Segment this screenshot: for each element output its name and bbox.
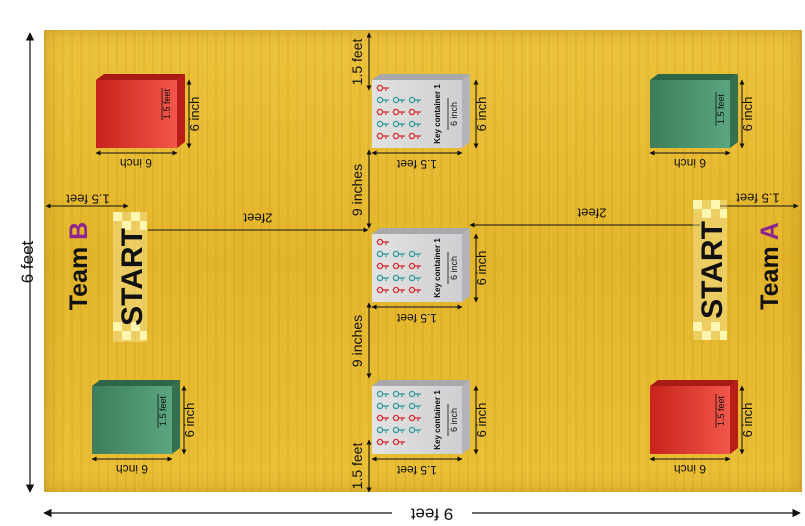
svg-text:1.5 feet: 1.5 feet bbox=[716, 395, 726, 426]
key-container-middle: Key container 1 6 inch bbox=[372, 228, 470, 302]
key-container-bottom: Key container 1 6 inch bbox=[372, 380, 470, 454]
team-a-letter: A bbox=[756, 222, 784, 240]
team-a-start-offset-label: 1.5 feet bbox=[736, 191, 780, 206]
svg-text:6 inch: 6 inch bbox=[674, 462, 706, 476]
svg-text:6 inch: 6 inch bbox=[116, 462, 148, 476]
svg-text:6 inch: 6 inch bbox=[187, 97, 202, 132]
team-b-start-zone: START bbox=[113, 212, 149, 342]
svg-text:1.5 feet: 1.5 feet bbox=[396, 157, 437, 171]
svg-text:6 inch: 6 inch bbox=[120, 156, 152, 170]
key-container-top-dims: 1.5 feet 6 inch bbox=[371, 79, 489, 171]
upper-box-gap-label: 9 inches bbox=[349, 164, 365, 216]
team-a-start-label: START bbox=[696, 221, 729, 319]
team-b-start-offset-label: 1.5 feet bbox=[66, 192, 110, 207]
top-gap-label: 1.5 feet bbox=[349, 39, 365, 86]
key-container-label: Key container 1 bbox=[433, 390, 442, 450]
bottom-right-box-dims: 6 inch 1.5 feet 6 inch bbox=[649, 385, 755, 476]
team-a-name: Team bbox=[756, 240, 784, 309]
lower-box-gap-label: 9 inches bbox=[349, 315, 365, 367]
svg-text:1.5 feet: 1.5 feet bbox=[162, 88, 172, 119]
svg-text:1.5 feet: 1.5 feet bbox=[396, 311, 437, 325]
svg-text:6 inch: 6 inch bbox=[449, 102, 459, 126]
top-left-red-box bbox=[96, 74, 185, 148]
top-right-box-dims: 6 inch 1.5 feet 6 inch bbox=[649, 79, 755, 170]
svg-text:6 inch: 6 inch bbox=[740, 403, 755, 438]
bottom-gap-label: 1.5 feet bbox=[349, 443, 365, 490]
svg-text:6 inch: 6 inch bbox=[449, 256, 459, 280]
svg-text:6 inch: 6 inch bbox=[182, 403, 197, 438]
team-a-label: Team A bbox=[756, 222, 784, 310]
top-left-box-dims: 6 inch 1.5 feet 6 inch bbox=[95, 79, 202, 170]
key-container-label: Key container 1 bbox=[433, 238, 442, 298]
svg-text:6 inch: 6 inch bbox=[474, 251, 489, 286]
height-dimension-label: 6 feet bbox=[18, 240, 37, 283]
team-b-letter: B bbox=[65, 222, 93, 240]
team-a-run-label: 2feet bbox=[577, 206, 606, 221]
team-a-start-zone: START bbox=[693, 200, 729, 340]
svg-text:1.5 feet: 1.5 feet bbox=[716, 93, 726, 124]
bottom-right-red-box bbox=[650, 380, 738, 454]
team-b-run-label: 2feet bbox=[243, 211, 272, 226]
team-b-start-label: START bbox=[116, 228, 149, 326]
svg-text:6 inch: 6 inch bbox=[674, 156, 706, 170]
bottom-left-green-box bbox=[92, 380, 180, 454]
svg-text:6 inch: 6 inch bbox=[474, 403, 489, 438]
team-b-label: Team B bbox=[65, 222, 93, 310]
svg-text:6 inch: 6 inch bbox=[474, 97, 489, 132]
top-right-green-box bbox=[650, 74, 738, 148]
team-b-name: Team bbox=[65, 240, 93, 310]
svg-text:1.5 feet: 1.5 feet bbox=[396, 463, 437, 477]
key-container-top: Key container 1 6 inch bbox=[372, 74, 470, 148]
svg-text:1.5 feet: 1.5 feet bbox=[158, 395, 168, 426]
svg-text:6 inch: 6 inch bbox=[740, 97, 755, 132]
width-dimension-label: 9 feet bbox=[410, 505, 453, 524]
bottom-left-box-dims: 6 inch 1.5 feet 6 inch bbox=[91, 385, 197, 476]
key-container-label: Key container 1 bbox=[433, 84, 442, 144]
svg-text:6 inch: 6 inch bbox=[449, 408, 459, 432]
key-container-bottom-dims: 1.5 feet 6 inch bbox=[371, 385, 489, 477]
key-container-middle-dims: 1.5 feet 6 inch bbox=[371, 233, 489, 325]
width-label-backdrop bbox=[392, 503, 472, 523]
